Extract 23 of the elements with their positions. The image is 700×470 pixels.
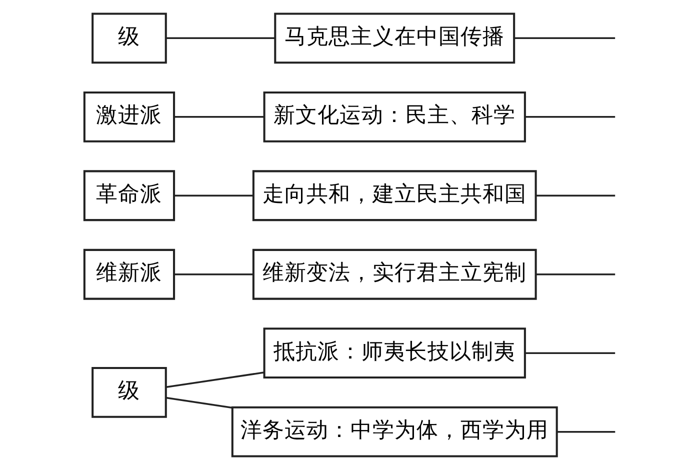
connector [556, 430, 615, 433]
node-box: 洋务运动：中学为体，西学为用 [230, 406, 558, 458]
node-box: 激进派 [82, 91, 175, 142]
connector [536, 194, 615, 197]
node-box: 马克思主义在中国传播 [274, 12, 515, 64]
node-box: 级 [91, 12, 166, 64]
connector [514, 37, 615, 40]
node-box: 维新变法，实行君主立宪制 [252, 248, 536, 300]
connector [174, 116, 264, 118]
connector [174, 273, 253, 276]
node-box: 新文化运动：民主、科学 [262, 91, 526, 142]
connector [524, 116, 615, 118]
node-box: 走向共和，建立民主共和国 [252, 170, 536, 222]
connector [174, 194, 253, 197]
connector [536, 273, 615, 276]
node-box: 革命派 [82, 170, 175, 222]
connector [524, 352, 615, 354]
node-box: 维新派 [82, 248, 175, 300]
connector [165, 396, 232, 409]
connector [166, 37, 274, 40]
node-box: 级 [91, 367, 166, 418]
connector [165, 372, 264, 388]
node-box: 抵抗派：师夷长技以制夷 [262, 328, 526, 379]
